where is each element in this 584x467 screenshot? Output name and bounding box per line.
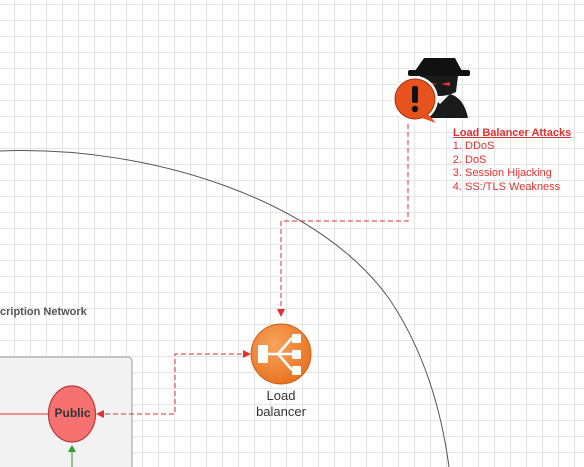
load-balancer-icon[interactable]	[250, 323, 312, 385]
load-balancer-label-line2: balancer	[256, 404, 306, 419]
attack-item: DoS	[465, 154, 571, 167]
region-boundary	[0, 150, 450, 467]
attacks-title: Load Balancer Attacks	[453, 127, 572, 139]
attack-item: SS:/TLS Weakness	[465, 181, 571, 194]
attack-item: DDoS	[465, 140, 571, 153]
attacks-list-panel: Load Balancer Attacks DDoS DoS Session H…	[453, 127, 571, 194]
public-node[interactable]	[47, 385, 97, 443]
lb-inbound-arrow-head	[243, 350, 251, 358]
public-label: Public	[54, 406, 91, 420]
attacker-icon	[392, 58, 470, 123]
attacker-to-lb-connector	[277, 124, 409, 317]
lb-to-public-connector	[96, 353, 250, 418]
load-balancer-label: Load balancer	[236, 388, 326, 420]
green-arrow-head	[68, 445, 76, 452]
load-balancer-label-line1: Load	[266, 388, 296, 403]
attacks-list: DDoS DoS Session Hijacking SS:/TLS Weakn…	[453, 140, 571, 194]
network-label: cription Network	[0, 306, 87, 318]
attack-item: Session Hijacking	[465, 167, 571, 180]
